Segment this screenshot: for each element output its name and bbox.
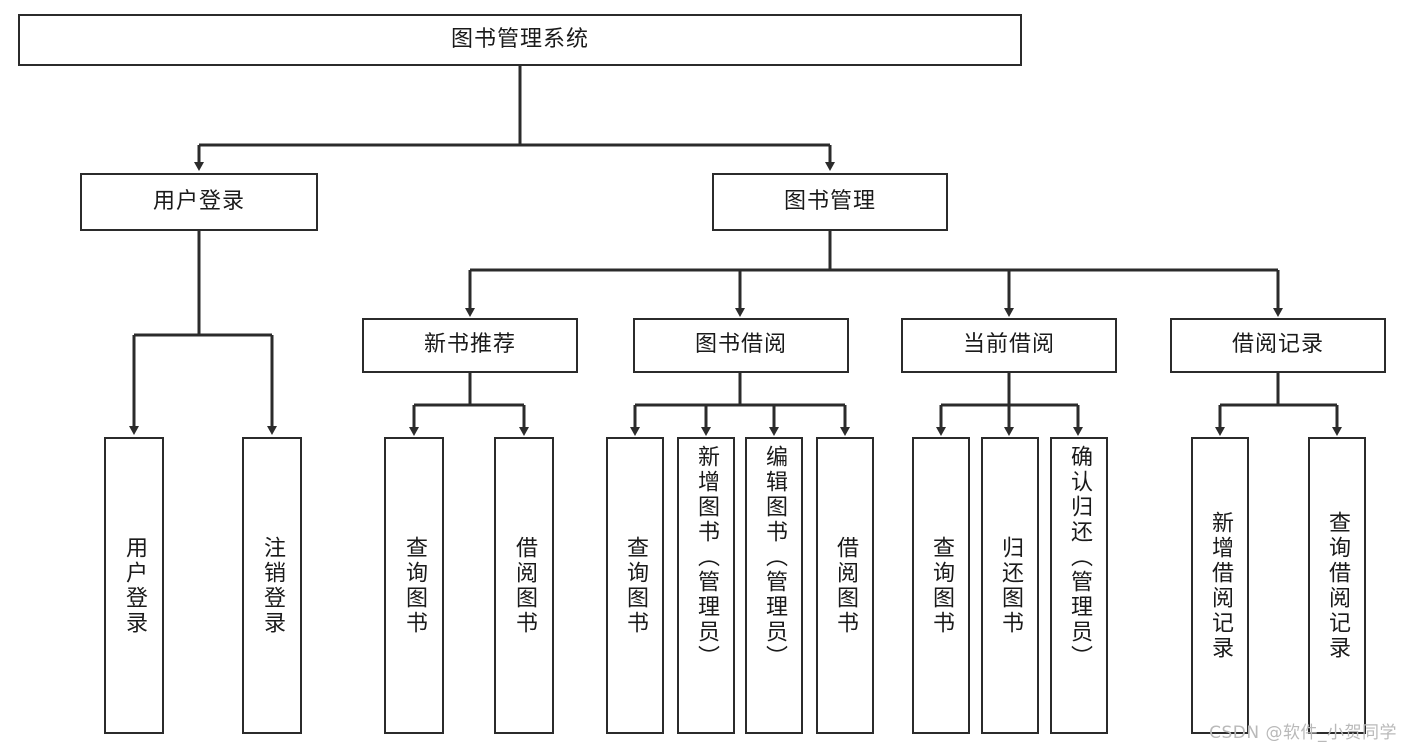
leaf-query-book-2-label: 查询图书 bbox=[623, 535, 648, 636]
leaf-logout[interactable]: 注销登录 bbox=[242, 437, 302, 734]
leaf-borrow-book-2-label: 借阅图书 bbox=[833, 535, 858, 636]
leaf-query-borrow-record-label: 查询借阅记录 bbox=[1325, 510, 1350, 661]
edges-borrow-record bbox=[1215, 373, 1342, 436]
leaf-edit-book-admin[interactable]: 编辑图书（管理员） bbox=[745, 437, 803, 734]
leaf-logout-label: 注销登录 bbox=[260, 535, 285, 636]
leaf-confirm-return-admin[interactable]: 确认归还（管理员） bbox=[1050, 437, 1108, 734]
leaf-add-book-admin[interactable]: 新增图书（管理员） bbox=[677, 437, 735, 734]
leaf-borrow-book-1-label: 借阅图书 bbox=[512, 535, 537, 636]
leaf-query-book-3[interactable]: 查询图书 bbox=[912, 437, 970, 734]
edges-user-login bbox=[129, 231, 277, 435]
leaf-user-login[interactable]: 用户登录 bbox=[104, 437, 164, 734]
node-new-book-recommend[interactable]: 新书推荐 bbox=[362, 318, 578, 373]
leaf-edit-book-admin-label: 编辑图书（管理员） bbox=[762, 445, 787, 670]
edges-book-borrow bbox=[630, 373, 850, 436]
leaf-add-book-admin-label: 新增图书（管理员） bbox=[694, 445, 719, 670]
edges-book-manage bbox=[465, 231, 1283, 317]
leaf-query-book-2[interactable]: 查询图书 bbox=[606, 437, 664, 734]
leaf-borrow-book-1[interactable]: 借阅图书 bbox=[494, 437, 554, 734]
node-book-borrow[interactable]: 图书借阅 bbox=[633, 318, 849, 373]
leaf-add-borrow-record-label: 新增借阅记录 bbox=[1208, 510, 1233, 661]
node-user-login[interactable]: 用户登录 bbox=[80, 173, 318, 231]
leaf-add-borrow-record[interactable]: 新增借阅记录 bbox=[1191, 437, 1249, 734]
leaf-borrow-book-2[interactable]: 借阅图书 bbox=[816, 437, 874, 734]
node-borrow-record[interactable]: 借阅记录 bbox=[1170, 318, 1386, 373]
leaf-return-book[interactable]: 归还图书 bbox=[981, 437, 1039, 734]
node-current-borrow[interactable]: 当前借阅 bbox=[901, 318, 1117, 373]
leaf-query-book-1[interactable]: 查询图书 bbox=[384, 437, 444, 734]
leaf-query-book-3-label: 查询图书 bbox=[929, 535, 954, 636]
node-root-system[interactable]: 图书管理系统 bbox=[18, 14, 1022, 66]
edges-current-borrow bbox=[936, 373, 1083, 436]
leaf-confirm-return-admin-label: 确认归还（管理员） bbox=[1067, 445, 1092, 670]
node-book-manage[interactable]: 图书管理 bbox=[712, 173, 948, 231]
edges-new-book-rec bbox=[409, 373, 529, 436]
edges-root bbox=[194, 66, 835, 171]
leaf-user-login-label: 用户登录 bbox=[122, 535, 147, 636]
leaf-return-book-label: 归还图书 bbox=[998, 535, 1023, 636]
csdn-watermark: CSDN @软件_小贺同学 bbox=[1209, 723, 1397, 743]
leaf-query-borrow-record[interactable]: 查询借阅记录 bbox=[1308, 437, 1366, 734]
leaf-query-book-1-label: 查询图书 bbox=[402, 535, 427, 636]
